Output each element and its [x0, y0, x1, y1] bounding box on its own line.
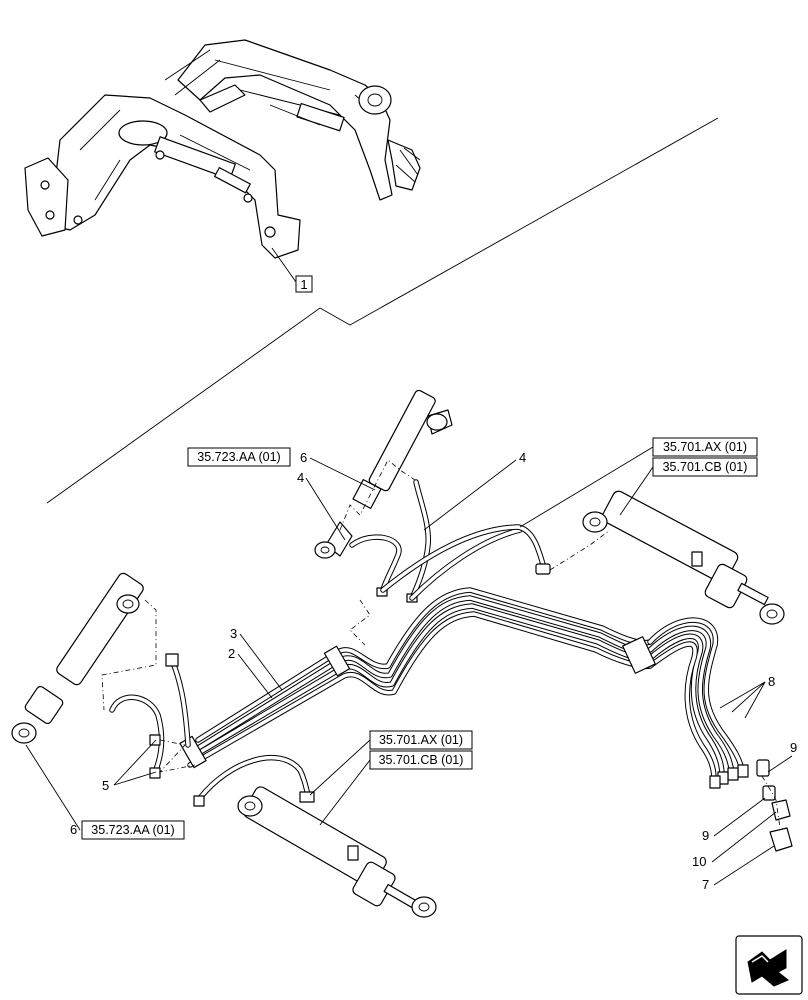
ref-box-723-bottom[interactable]: [81, 820, 185, 840]
callout-5: 5: [102, 778, 109, 793]
ref-701ax-right[interactable]: 35.701.AX (01): [663, 440, 747, 454]
fitting-9-lower: [762, 785, 776, 801]
leader-line-1: [271, 247, 297, 283]
cylinder-right: [582, 490, 785, 625]
ref-701cb-mid[interactable]: 35.701.CB (01): [379, 753, 464, 767]
callout-4-left: 4: [297, 470, 304, 485]
cap-10: [771, 799, 791, 821]
callout-6-top: 6: [300, 450, 307, 465]
callout-loader-ref: 1: [300, 277, 307, 292]
cap-7: [769, 827, 793, 852]
ref-box-723-top[interactable]: [187, 447, 291, 467]
cylinder-upper-left: [314, 389, 453, 559]
ref-723-bottom[interactable]: 35.723.AA (01): [91, 823, 174, 837]
ref-723-top[interactable]: 35.723.AA (01): [197, 450, 280, 464]
callout-9-lower: 9: [702, 828, 709, 843]
cylinder-bottom: [237, 786, 437, 918]
cylinder-lower-left: [11, 572, 144, 744]
callout-4-right: 4: [519, 450, 526, 465]
hoses-8: [622, 617, 749, 789]
callout-2: 2: [228, 646, 235, 661]
callout-box-1: [295, 275, 313, 293]
fittings-and-caps: [756, 759, 793, 852]
callout-3: 3: [230, 626, 237, 641]
callout-7: 7: [702, 877, 709, 892]
fitting-9-upper: [756, 759, 770, 777]
callout-9-upper: 9: [790, 740, 797, 755]
callout-10: 10: [692, 854, 706, 869]
callout-8: 8: [768, 674, 775, 689]
ref-701ax-mid[interactable]: 35.701.AX (01): [379, 733, 463, 747]
loader-frame-drawing: [24, 39, 421, 259]
ref-701cb-right[interactable]: 35.701.CB (01): [663, 460, 748, 474]
callout-6-bottom: 6: [70, 822, 77, 837]
navigation-arrow-icon[interactable]: [735, 935, 803, 995]
section-break-line: [46, 117, 719, 504]
